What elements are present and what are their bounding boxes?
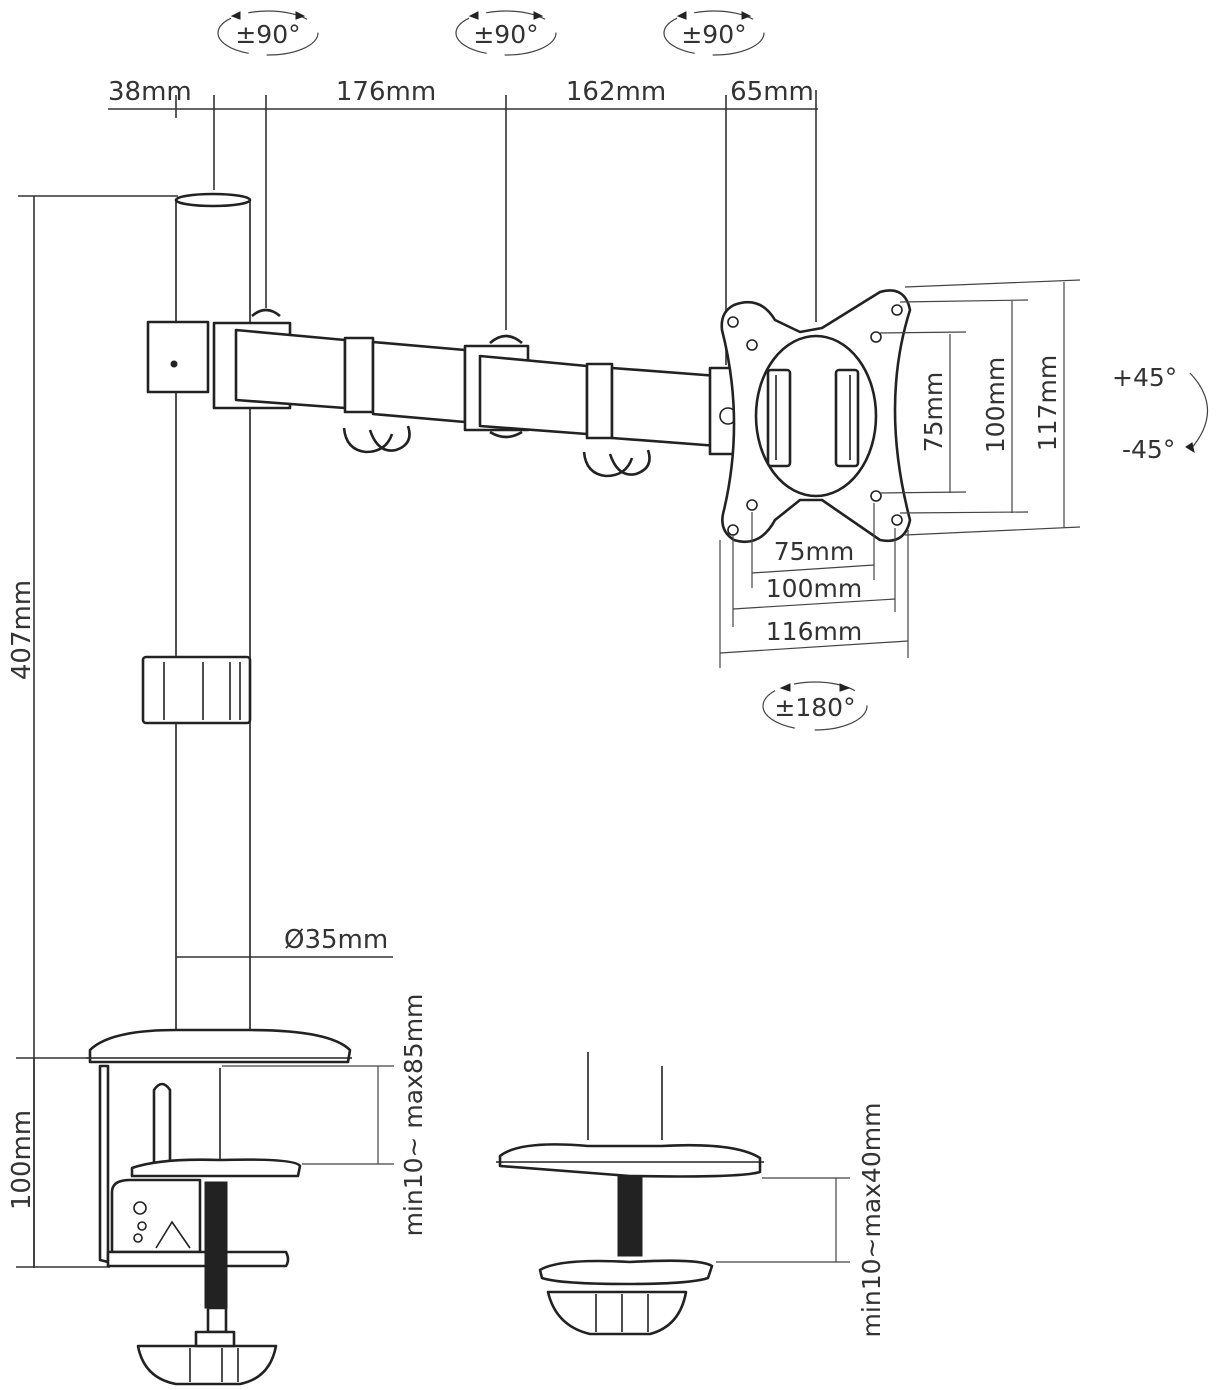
- pole-collar: [141, 655, 252, 725]
- vesa-horizontal-116-label: 116mm: [766, 617, 862, 646]
- arm-1-dim-label: 176mm: [336, 77, 436, 107]
- grommet-desk-range-label: min10~max40mm: [857, 1103, 886, 1338]
- vesa-plate: [720, 289, 912, 544]
- vesa-rotation-label: ±180°: [774, 693, 855, 722]
- pole-offset-dim-label: 38mm: [108, 77, 192, 107]
- rotation-badge-joint-1: ±90°: [217, 10, 319, 56]
- pole-diameter-label: Ø35mm: [284, 925, 388, 955]
- clamp-height-label: 100mm: [7, 1110, 37, 1210]
- vesa-vertical-dimensions: 75mm 100mm 117mm: [879, 279, 1081, 536]
- vesa-vertical-75-label: 75mm: [919, 372, 948, 453]
- pole-diameter-dimension: Ø35mm: [176, 925, 393, 958]
- tilt-up-label: +45°: [1112, 363, 1177, 392]
- pole-height-label: 407mm: [7, 580, 37, 680]
- vesa-vertical-100-label: 100mm: [981, 357, 1010, 453]
- desk-clamp: 100mm min10~ max85mm: [7, 994, 428, 1386]
- joint-3-rotation-label: ±90°: [681, 20, 746, 49]
- rotation-badge-joint-2: ±90°: [455, 10, 557, 56]
- rotation-badge-vesa: ±180°: [762, 681, 868, 731]
- arm: [146, 308, 742, 478]
- head-dim-label: 65mm: [730, 77, 814, 107]
- vesa-horizontal-75-label: 75mm: [774, 537, 855, 566]
- arm-2-dim-label: 162mm: [566, 77, 666, 107]
- clamp-desk-range-label: min10~ max85mm: [399, 994, 428, 1237]
- tilt-down-label: -45°: [1122, 435, 1175, 464]
- pole: [174, 192, 252, 1036]
- tilt-indicator: +45° -45°: [1112, 363, 1209, 464]
- vesa-vertical-117-label: 117mm: [1033, 355, 1062, 451]
- joint-2-rotation-label: ±90°: [473, 20, 538, 49]
- grommet-mount: min10~max40mm: [496, 1052, 886, 1337]
- rotation-badge-joint-3: ±90°: [663, 10, 765, 56]
- horizontal-dimension-line: 38mm 176mm 162mm 65mm: [108, 77, 818, 365]
- joint-1-rotation-label: ±90°: [235, 20, 300, 49]
- vesa-horizontal-dimensions: 75mm 100mm 116mm: [719, 503, 909, 668]
- vesa-horizontal-100-label: 100mm: [766, 574, 862, 603]
